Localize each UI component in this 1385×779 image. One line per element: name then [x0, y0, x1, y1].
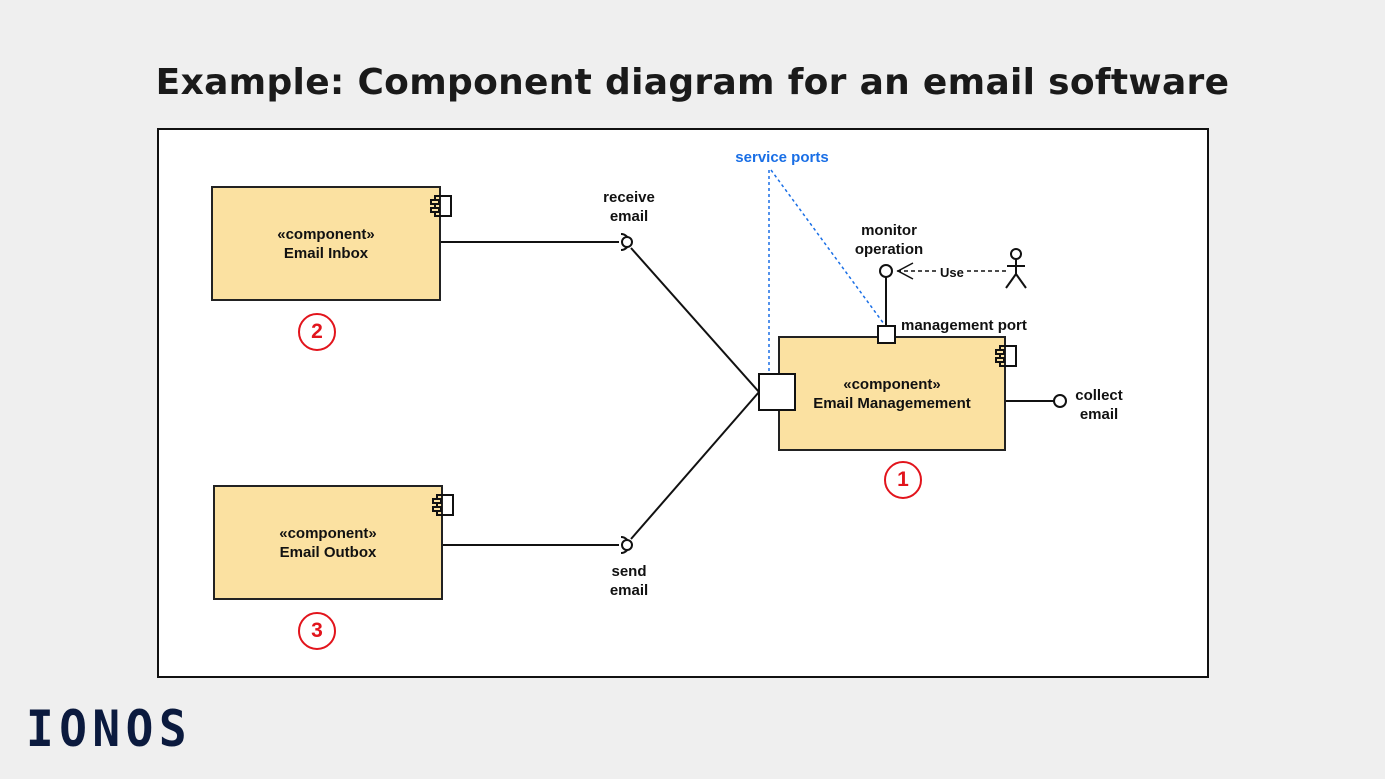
required-interface-icon: [620, 536, 633, 554]
send-assembly-line: [630, 391, 760, 540]
page-title: Example: Component diagram for an email …: [155, 62, 1230, 103]
component-email-outbox[interactable]: «component» Email Outbox: [213, 485, 454, 600]
provided-interface-icon: [1053, 394, 1067, 408]
diagram-frame: «component» Email Inbox «component» Emai…: [157, 128, 1209, 678]
label-use: Use: [939, 265, 965, 281]
provided-interface-icon: [879, 264, 893, 278]
label-line: email: [609, 582, 649, 599]
ionos-logo: IONOS: [26, 700, 193, 758]
service-ports-pointer: [770, 169, 885, 325]
label-line: send: [611, 563, 647, 580]
label-line: email: [609, 208, 649, 225]
component-name: Email Managemement: [813, 394, 971, 412]
actor-icon: [1005, 248, 1027, 289]
component-email-management[interactable]: «component» Email Managemement: [778, 336, 1017, 451]
label-management-port: management port: [901, 317, 1027, 334]
badge-outbox: 3: [298, 612, 336, 650]
label-service-ports: service ports: [735, 149, 829, 166]
required-interface-icon: [620, 233, 633, 251]
receive-assembly-line: [630, 247, 760, 393]
label-collect-email: collect email: [1059, 386, 1139, 424]
label-send-email: send email: [579, 562, 679, 600]
component-email-inbox[interactable]: «component» Email Inbox: [211, 186, 452, 301]
badge-inbox: 2: [298, 313, 336, 351]
label-line: operation: [854, 241, 924, 258]
component-name: Email Outbox: [279, 543, 377, 561]
component-stereotype: «component»: [279, 524, 377, 542]
label-line: email: [1079, 406, 1119, 423]
label-monitor-operation: monitor operation: [839, 221, 939, 259]
badge-management: 1: [884, 461, 922, 499]
component-name: Email Inbox: [283, 244, 369, 262]
label-line: monitor: [861, 222, 917, 239]
label-receive-email: receive email: [579, 188, 679, 226]
component-stereotype: «component»: [277, 225, 375, 243]
label-line: receive: [603, 189, 655, 206]
use-arrowhead: [896, 262, 914, 280]
label-line: collect: [1075, 387, 1123, 404]
component-stereotype: «component»: [843, 375, 941, 393]
